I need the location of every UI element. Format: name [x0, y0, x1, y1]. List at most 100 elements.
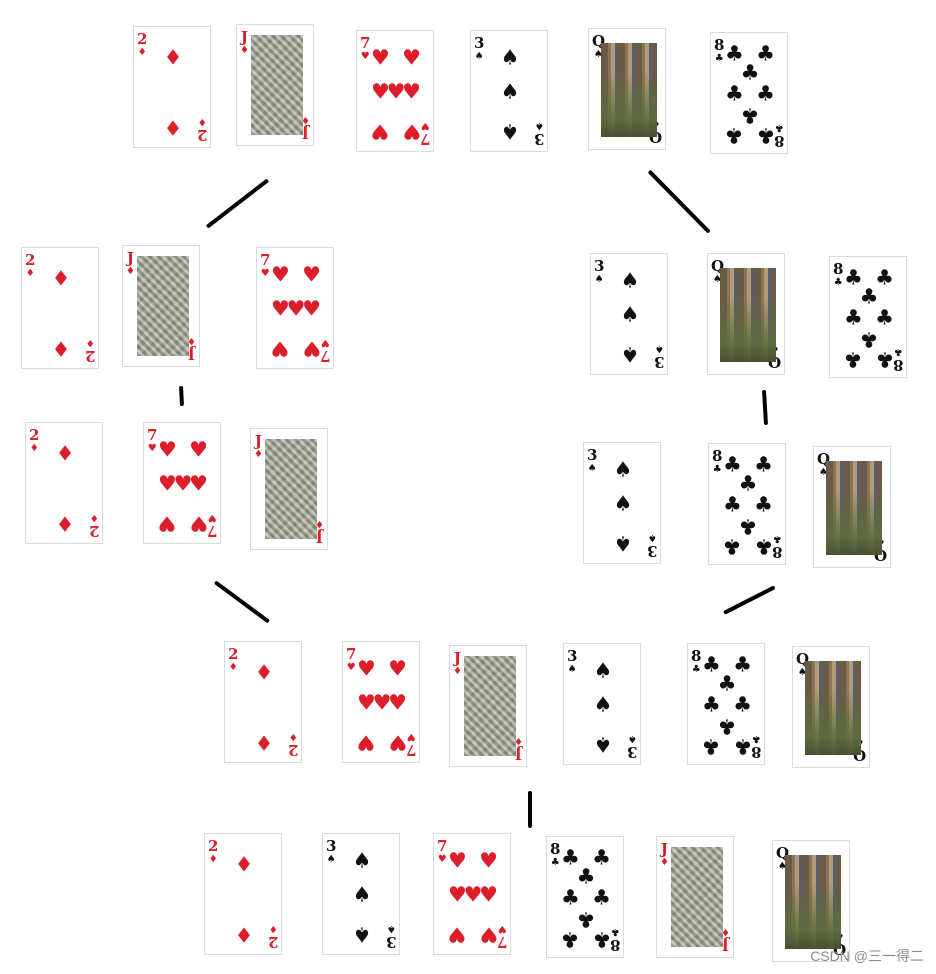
suit-pip-icon: ♥ [402, 119, 422, 144]
card-suit-icon: ♦ [288, 731, 298, 742]
card-rank: 3 [474, 34, 485, 52]
playing-card: J♦J♦ [250, 428, 328, 550]
suit-pip-icon: ♣ [724, 81, 744, 106]
suit-pip-icon: ♥ [302, 296, 322, 321]
suit-pip-icon: ♠ [613, 531, 633, 556]
card-suit-icon: ♥ [497, 923, 507, 934]
suit-pip-icon: ♥ [157, 471, 177, 496]
playing-card: Q♠Q♠ [707, 253, 785, 375]
card-index-tl: 7♥ [437, 839, 447, 865]
card-index-tl: 3♠ [594, 259, 604, 285]
jack-picture [265, 439, 317, 539]
suit-pip-icon: ♥ [189, 471, 209, 496]
card-rank: 8 [691, 647, 702, 665]
card-rank: 8 [712, 447, 723, 465]
card-index-br: 3♠ [533, 120, 544, 148]
queen-picture [720, 268, 776, 362]
connector-line [528, 791, 532, 828]
suit-pip-icon: ♥ [447, 882, 467, 907]
suit-pip-icon: ♥ [302, 336, 322, 361]
suit-pip-icon: ♦ [55, 441, 75, 465]
suit-pip-icon: ♦ [51, 336, 71, 361]
playing-card: 7♥7♥♥♥♥♥♥♥♥ [433, 833, 511, 955]
card-rank: J [453, 649, 462, 667]
card-rank: 2 [267, 933, 278, 951]
card-rank: 3 [626, 743, 637, 761]
suit-pip-icon: ♠ [352, 882, 372, 907]
playing-card: 2♦2♦♦♦ [133, 26, 211, 148]
card-rank: 3 [587, 446, 598, 464]
card-rank: 7 [147, 426, 158, 444]
suit-pip-icon: ♣ [875, 347, 895, 372]
card-rank: 2 [88, 522, 99, 540]
playing-card: 3♠3♠♠♠♠ [590, 253, 668, 375]
suit-pip-icon: ♣ [592, 885, 612, 910]
playing-card: 3♠3♠♠♠♠ [583, 442, 661, 564]
card-rank: J [187, 345, 196, 363]
card-suit-icon: ♣ [774, 122, 784, 133]
card-suit-icon: ♥ [147, 443, 157, 454]
card-suit-icon: ♠ [713, 274, 723, 285]
card-index-br: 2♦ [88, 512, 99, 540]
suit-pip-icon: ♣ [756, 123, 776, 148]
suit-pip-icon: ♣ [701, 734, 721, 759]
playing-card: 7♥7♥♥♥♥♥♥♥♥ [356, 30, 434, 152]
suit-pip-icon: ♥ [386, 79, 406, 104]
card-rank: 3 [646, 542, 657, 560]
card-rank: 8 [833, 260, 844, 278]
suit-pip-icon: ♣ [756, 41, 776, 66]
suit-pip-icon: ♣ [859, 327, 879, 352]
card-rank: J [254, 432, 263, 450]
suit-pip-icon: ♠ [593, 658, 613, 683]
card-rank: 3 [385, 933, 396, 951]
playing-card: 8♣8♣♣♣♣♣♣♣♣♣ [829, 256, 907, 378]
jack-picture [464, 656, 516, 756]
suit-pip-icon: ♠ [593, 732, 613, 757]
card-suit-icon: ♠ [654, 343, 664, 354]
card-rank: 3 [533, 130, 544, 148]
card-rank: 3 [326, 837, 337, 855]
card-suit-icon: ♣ [610, 926, 620, 937]
suit-pip-icon: ♣ [722, 492, 742, 517]
card-rank: J [240, 28, 249, 46]
card-rank: 7 [437, 837, 448, 855]
playing-card: 8♣8♣♣♣♣♣♣♣♣♣ [546, 836, 624, 958]
suit-pip-icon: ♣ [717, 671, 737, 696]
card-index-tl: 8♣ [550, 842, 560, 868]
suit-pip-icon: ♠ [593, 692, 613, 717]
card-index-tl: 3♠ [587, 448, 597, 474]
suit-pip-icon: ♠ [500, 45, 520, 70]
suit-pip-icon: ♥ [356, 690, 376, 715]
card-rank: J [315, 528, 324, 546]
playing-card: Q♠Q♠ [588, 28, 666, 150]
suit-pip-icon: ♥ [370, 79, 390, 104]
card-index-tl: 2♦ [208, 839, 218, 865]
suit-pip-icon: ♣ [724, 41, 744, 66]
card-index-tl: 2♦ [137, 32, 147, 58]
suit-pip-icon: ♣ [843, 347, 863, 372]
suit-pip-icon: ♦ [254, 660, 274, 684]
jack-picture [251, 35, 303, 135]
card-index-tl: J♦ [240, 30, 249, 56]
playing-card: 3♠3♠♠♠♠ [563, 643, 641, 765]
suit-pip-icon: ♣ [724, 123, 744, 148]
card-rank: J [514, 745, 523, 763]
card-index-br: 3♠ [654, 343, 664, 371]
suit-pip-icon: ♥ [388, 730, 408, 755]
suit-pip-icon: ♥ [479, 922, 499, 947]
connector-line [205, 178, 270, 229]
playing-card: 7♥7♥♥♥♥♥♥♥♥ [342, 641, 420, 763]
card-suit-icon: ♠ [534, 120, 544, 131]
watermark: CSDN @三一得二 [810, 948, 924, 964]
card-suit-icon: ♠ [647, 532, 657, 543]
card-suit-icon: ♠ [326, 854, 336, 865]
suit-pip-icon: ♦ [55, 511, 75, 536]
card-index-tl: 2♦ [228, 647, 238, 673]
playing-card: 7♥7♥♥♥♥♥♥♥♥ [256, 247, 334, 369]
card-rank: J [660, 840, 669, 858]
card-index-tl: J♦ [453, 651, 462, 677]
card-suit-icon: ♠ [798, 667, 808, 678]
playing-card: J♦J♦ [656, 836, 734, 958]
card-index-tl: 8♣ [714, 38, 724, 64]
suit-pip-icon: ♥ [356, 656, 376, 681]
